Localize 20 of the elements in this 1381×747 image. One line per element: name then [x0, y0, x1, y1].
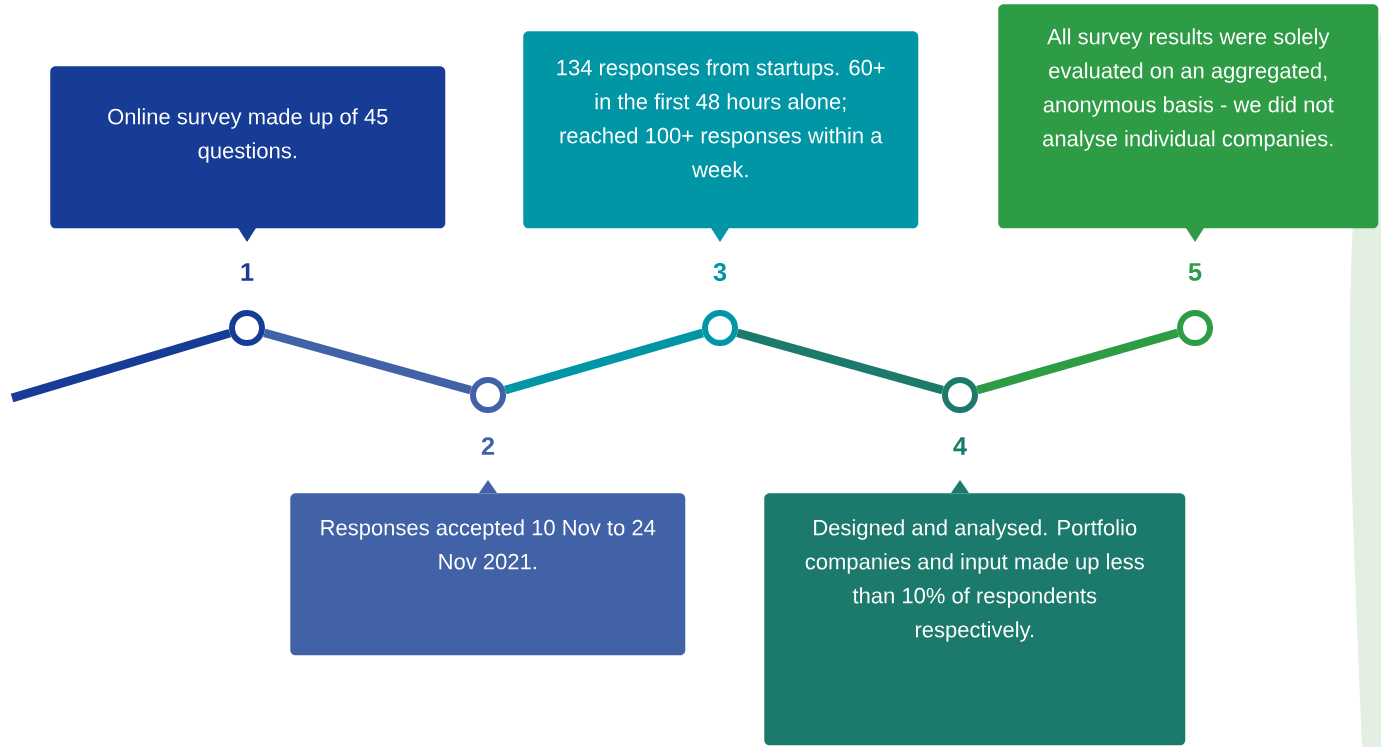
timeline-segment: [10, 329, 231, 403]
callout-box: All survey results were solely evaluated on an aggregated, anonymous basis - we did not analyse individual companies.: [998, 4, 1379, 242]
callout-box: Online survey made up of 45 questions.: [50, 66, 446, 242]
callout-box: Designed and analysed. Portfolio companies and input made up less than 10% of respondents respectively.: [764, 480, 1186, 746]
callout-box: 134 responses from startups. 60+ in the first 48 hours alone; reached 100+ responses within a week.: [523, 31, 919, 242]
timeline-marker: [470, 377, 506, 413]
timeline-segment: [976, 328, 1179, 395]
timeline-segment: [263, 328, 472, 395]
timeline-marker: [1177, 310, 1213, 346]
timeline-segment: [504, 328, 704, 395]
step-number: 2: [481, 437, 495, 455]
step-number: 5: [1188, 263, 1202, 281]
timeline-marker: [942, 377, 978, 413]
step-number: 3: [713, 263, 727, 281]
step-number: 1: [241, 263, 254, 281]
step-number: 4: [953, 437, 967, 455]
callout-box: Responses accepted 10 Nov to 24 Nov 2021.: [290, 480, 686, 656]
timeline-segment: [736, 328, 944, 395]
timeline-marker: [702, 310, 738, 346]
timeline-marker: [229, 310, 265, 346]
